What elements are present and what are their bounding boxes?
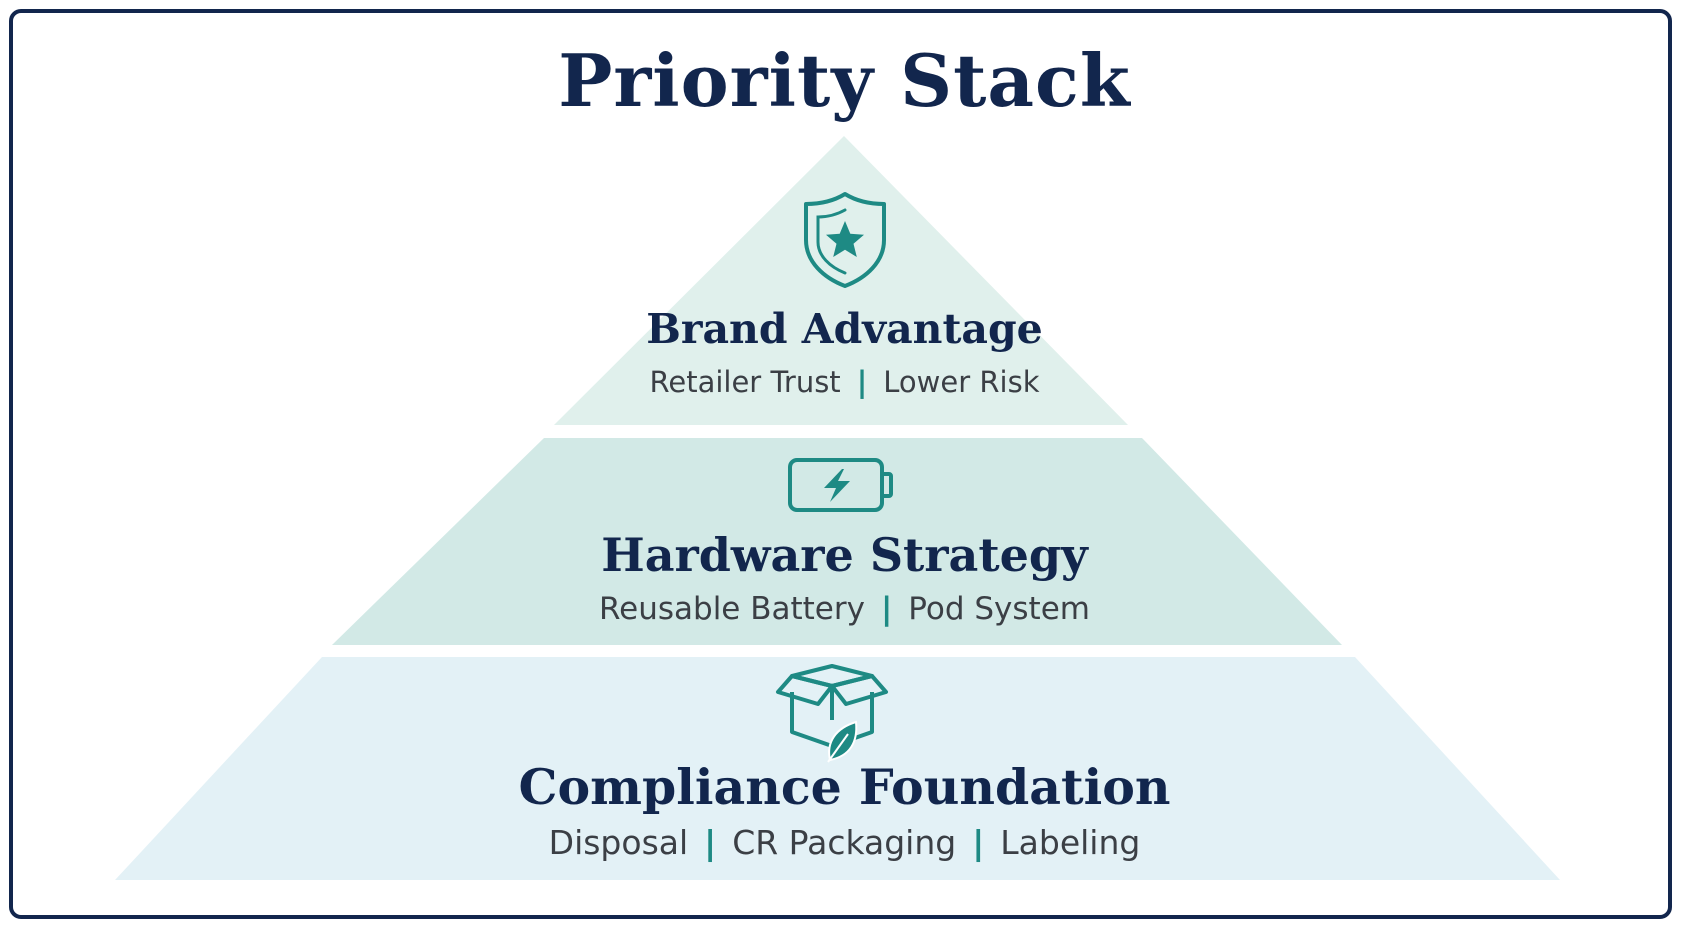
tier-items: Reusable Battery | Pod System xyxy=(0,594,1689,625)
box-leaf-icon xyxy=(776,664,888,763)
separator: | xyxy=(880,591,893,627)
pyramid-tier-middle xyxy=(332,438,1342,645)
pyramid-tier-top xyxy=(554,136,1128,425)
separator: | xyxy=(856,365,868,399)
tier-title: Brand Advantage xyxy=(646,305,1043,353)
tier-item: Reusable Battery xyxy=(599,591,865,627)
battery-bolt-icon xyxy=(788,458,893,512)
tier-item: Labeling xyxy=(1000,823,1141,862)
pyramid-tier-bottom xyxy=(115,657,1560,880)
tier-item: Pod System xyxy=(908,591,1090,627)
tier-title: Hardware Strategy xyxy=(601,528,1088,582)
tier-items: Disposal | CR Packaging | Labeling xyxy=(0,826,1689,859)
tier-items: Retailer Trust | Lower Risk xyxy=(0,368,1689,397)
tier-hardware-strategy: Hardware Strategy Reusable Battery|Pod S… xyxy=(0,532,1689,625)
tier-title: Compliance Foundation xyxy=(518,758,1171,816)
separator: | xyxy=(704,823,717,862)
tier-compliance-foundation: Compliance Foundation Disposal | CR Packag… xyxy=(0,758,1689,860)
tier-item: CR Packaging xyxy=(732,823,957,862)
separator: | xyxy=(972,823,985,862)
diagram-title: Priority Stack xyxy=(558,38,1131,123)
tier-item: Disposal xyxy=(548,823,689,862)
tier-item: Lower Risk xyxy=(883,365,1040,399)
shield-star-icon xyxy=(804,192,886,288)
tier-item: Retailer Trust xyxy=(649,365,841,399)
tier-brand-advantage: Brand Advantage Retailer Trust|Lower Ris… xyxy=(0,309,1689,397)
